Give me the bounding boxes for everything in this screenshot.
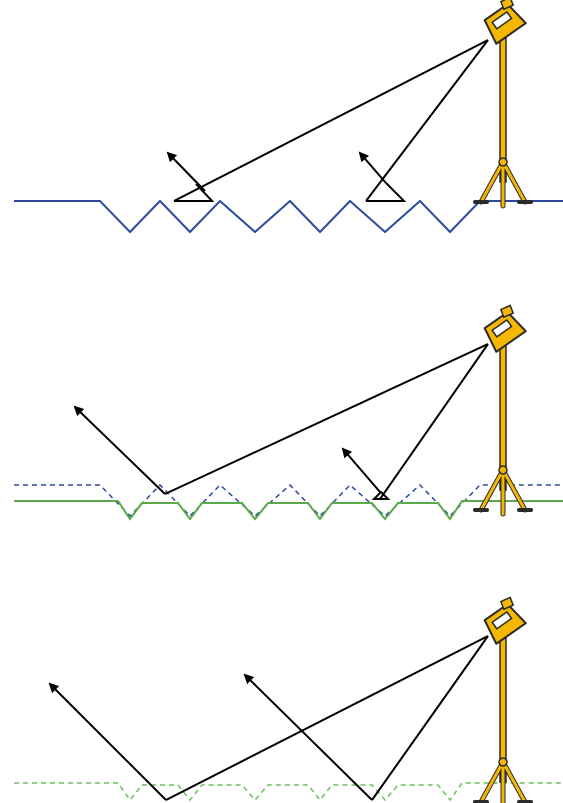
reflected-ray: [48, 682, 167, 801]
panel-partially-smoothed: [14, 304, 563, 521]
reflected-ray: [243, 673, 373, 801]
lamp-icon: [475, 596, 531, 803]
rough-surface-line: [14, 199, 563, 234]
lamp-icon: [475, 304, 531, 514]
smoothed-surface-dashed: [14, 782, 563, 802]
panel-rough: [14, 0, 563, 234]
smoothed-surface-line: [14, 500, 563, 521]
lamp-icon: [475, 0, 531, 206]
reflected-ray: [166, 151, 206, 192]
incident-ray: [365, 39, 489, 202]
incident-ray: [371, 635, 489, 801]
reflection-triangle: [371, 490, 391, 500]
reflection-triangle: [174, 183, 215, 202]
panel-fully-smoothed: [14, 596, 563, 803]
incident-ray: [164, 343, 489, 495]
incident-ray: [173, 39, 489, 202]
incident-ray: [165, 635, 489, 801]
reflected-ray: [73, 405, 166, 495]
reflected-ray: [358, 151, 387, 184]
reflection-triangle: [366, 182, 407, 202]
incident-ray: [379, 343, 489, 500]
reflected-ray: [341, 447, 381, 493]
